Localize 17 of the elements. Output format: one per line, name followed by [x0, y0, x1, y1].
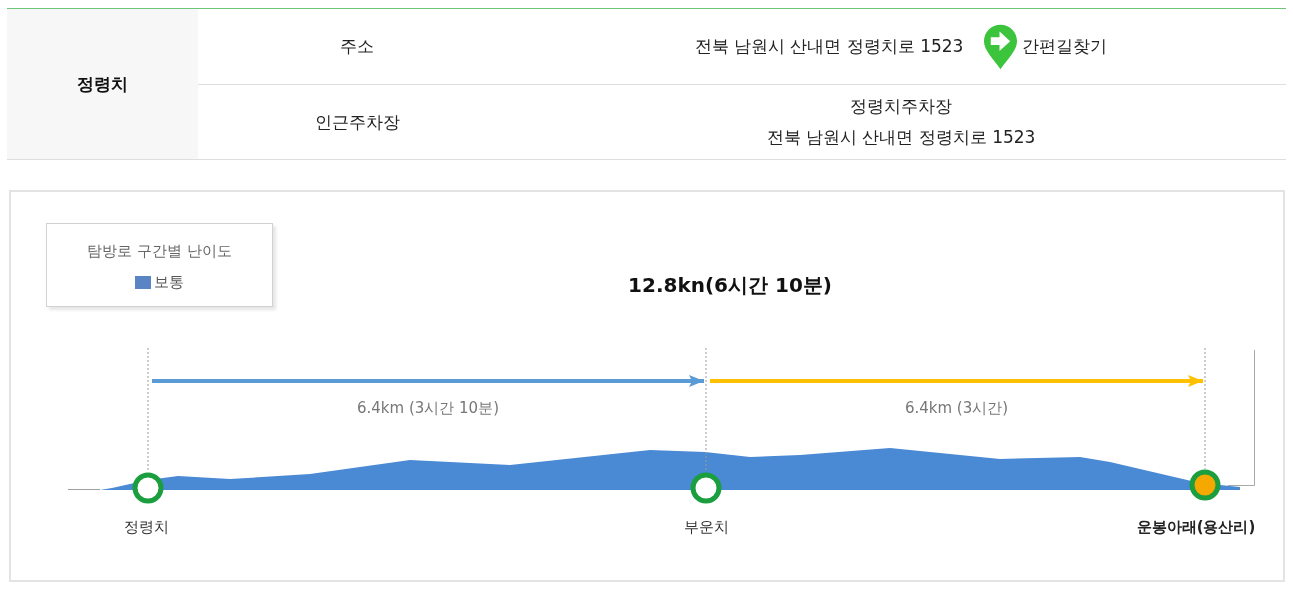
arrow — [152, 375, 704, 387]
distance-heading: 12.8kn(6시간 10분) — [628, 271, 832, 299]
row-header: 정령치 — [7, 9, 198, 159]
directions-link: 간편길찾기 — [1022, 35, 1108, 58]
legend-label: 보통 — [154, 272, 184, 292]
parking-label: 인근주차장 — [314, 110, 400, 134]
edge-label: 6.4km (3시간) — [904, 398, 1009, 418]
parking-address: 전북 남원시 산내면 정령치로 1523 — [766, 126, 1036, 149]
legend-title: 탐방로 구간별 난이도 — [87, 241, 232, 261]
parking-name: 정령치주차장 — [850, 95, 952, 118]
waypoint-label: 부운치 — [683, 517, 729, 537]
edge-label: 6.4km (3시간 10분) — [357, 398, 499, 418]
address-text: 전북 남원시 산내면 정령치로 1523 — [694, 35, 964, 58]
waypoint-label: 정령치 — [123, 517, 169, 537]
waypoint-label: 운봉아래(용산리) — [1136, 517, 1256, 537]
address-label: 주소 — [340, 35, 374, 58]
arrow — [710, 375, 1203, 387]
